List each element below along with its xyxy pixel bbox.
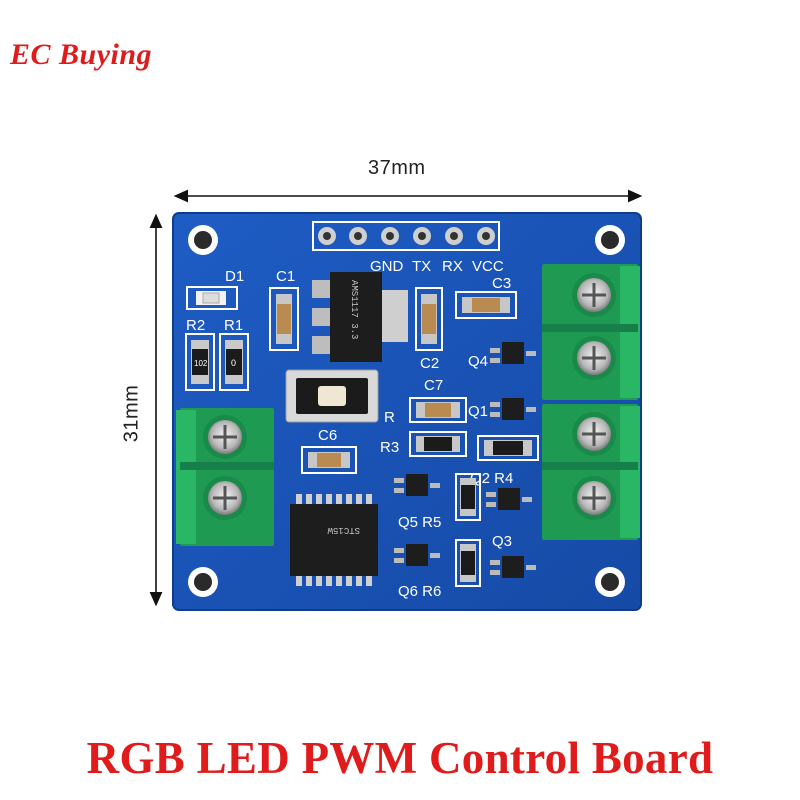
pin-label-gnd: GND (370, 258, 404, 275)
label-r2: R2 (186, 317, 205, 334)
label-c1: C1 (276, 268, 295, 285)
reset-push-button (285, 369, 379, 423)
label-c6: C6 (318, 427, 337, 444)
header-outline (312, 221, 500, 251)
label-r3: R3 (380, 439, 399, 456)
width-dimension-label: 37mm (368, 157, 426, 179)
transistor-q6 (394, 544, 440, 566)
transistor-q3 (490, 556, 536, 578)
height-dimension-label: 31mm (120, 384, 143, 443)
label-q2-r4: Q2 R4 (470, 470, 513, 487)
terminal-block-left (176, 408, 274, 546)
label-r1: R1 (224, 317, 243, 334)
transistor-q4 (490, 342, 536, 364)
regulator-marking: AMS1117 3.3 (349, 280, 359, 339)
label-q3: Q3 (492, 533, 512, 550)
label-q4: Q4 (468, 353, 488, 370)
pin-label-rx: RX (442, 258, 463, 275)
label-c3: C3 (492, 275, 511, 292)
transistor-q1 (490, 398, 536, 420)
pin-label-vcc: VCC (472, 258, 504, 275)
pin-label-tx: TX (412, 258, 431, 275)
resistor-r2-marking: 102 (194, 359, 208, 368)
mounting-hole (595, 225, 625, 255)
microcontroller-chip: STC15W (290, 494, 378, 586)
mounting-hole (188, 225, 218, 255)
product-title: RGB LED PWM Control Board (86, 733, 714, 783)
mounting-hole (595, 567, 625, 597)
mcu-marking: STC15W (327, 525, 360, 535)
label-r: R (384, 409, 395, 426)
terminal-block-right-bottom (542, 404, 640, 540)
resistor-r1-marking: 0 (231, 358, 236, 368)
label-c2: C2 (420, 355, 439, 372)
label-q5-r5: Q5 R5 (398, 514, 441, 531)
label-q1: Q1 (468, 403, 488, 420)
transistor-q5 (394, 474, 440, 496)
label-q6-r6: Q6 R6 (398, 583, 441, 600)
label-c7: C7 (424, 377, 443, 394)
terminal-block-right-top (542, 264, 640, 400)
header-pin-pads (318, 227, 495, 245)
label-d1: D1 (225, 268, 244, 285)
mounting-hole (188, 567, 218, 597)
brand-logo-text: EC Buying (10, 38, 153, 71)
voltage-regulator: AMS1117 3.3 (312, 272, 408, 362)
transistor-q2 (486, 488, 532, 510)
